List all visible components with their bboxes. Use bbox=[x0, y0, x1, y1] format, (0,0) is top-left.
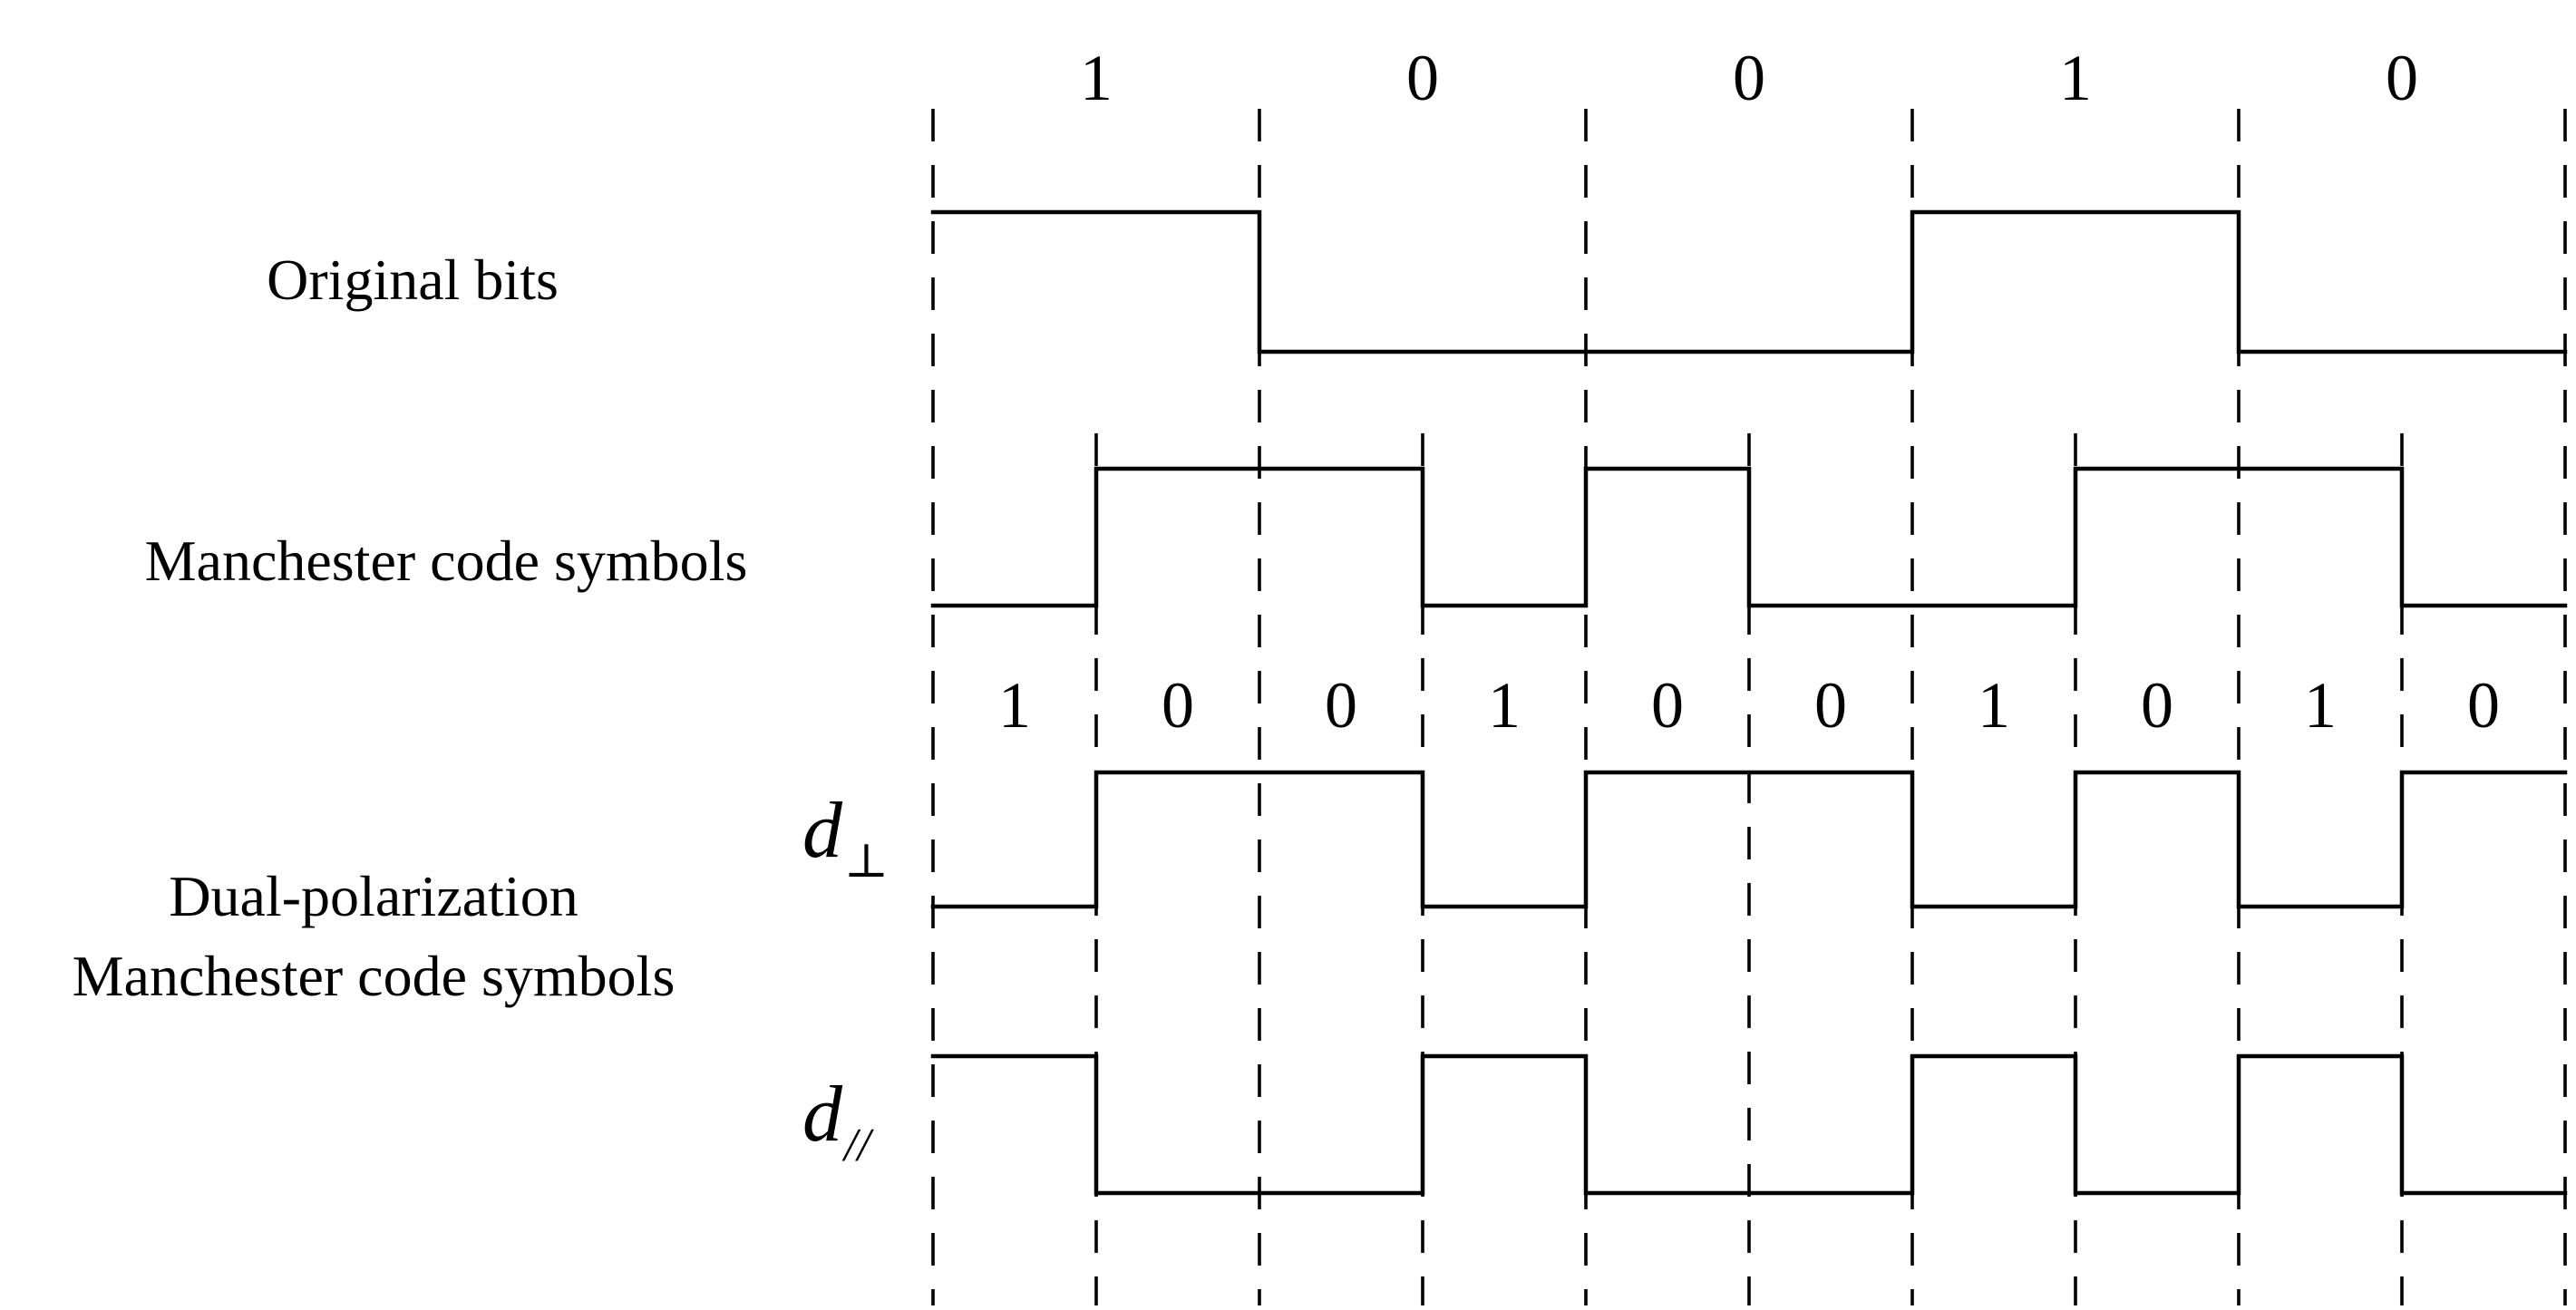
manchester-bit-value: 0 bbox=[1162, 669, 1194, 742]
manchester-waveform bbox=[930, 466, 2568, 608]
original-bit-value: 1 bbox=[2059, 42, 2092, 114]
d-parallel-symbol: d// bbox=[802, 1071, 874, 1171]
original-bit-value: 1 bbox=[1080, 42, 1113, 114]
d-parallel-subscript: // bbox=[841, 1120, 874, 1171]
original-bits-label: Original bits bbox=[267, 247, 559, 312]
dual-polarization-label-line2: Manchester code symbols bbox=[73, 944, 676, 1008]
dual-polarization-label-line1: Dual-polarization bbox=[169, 864, 578, 928]
original-bit-value: 0 bbox=[1406, 42, 1439, 114]
manchester-bit-value: 1 bbox=[1488, 669, 1521, 742]
original-bits-waveform bbox=[930, 209, 2568, 354]
d-parallel-waveform bbox=[930, 1053, 2568, 1196]
original-bit-value: 0 bbox=[2386, 42, 2418, 114]
manchester-bit-value: 1 bbox=[998, 669, 1031, 742]
manchester-bit-value: 0 bbox=[1651, 669, 1684, 742]
manchester-bit-value: 0 bbox=[1325, 669, 1357, 742]
manchester-bit-value: 0 bbox=[2467, 669, 2500, 742]
manchester-bit-values: 1 0 0 1 0 0 1 0 1 0 bbox=[998, 669, 2500, 742]
original-bit-value: 0 bbox=[1733, 42, 1765, 114]
d-perp-symbol: d⊥ bbox=[802, 787, 889, 888]
waveforms bbox=[930, 209, 2568, 1196]
d-parallel-base: d bbox=[802, 1071, 843, 1159]
d-perp-base: d bbox=[802, 787, 843, 875]
d-perp-waveform bbox=[930, 770, 2568, 909]
manchester-bit-value: 1 bbox=[1978, 669, 2010, 742]
original-bit-values: 1 0 0 1 0 bbox=[1080, 42, 2418, 114]
d-perp-subscript: ⊥ bbox=[844, 836, 889, 888]
manchester-bit-value: 1 bbox=[2304, 669, 2337, 742]
manchester-label: Manchester code symbols bbox=[145, 529, 748, 593]
manchester-bit-value: 0 bbox=[1814, 669, 1847, 742]
manchester-bit-value: 0 bbox=[2141, 669, 2173, 742]
